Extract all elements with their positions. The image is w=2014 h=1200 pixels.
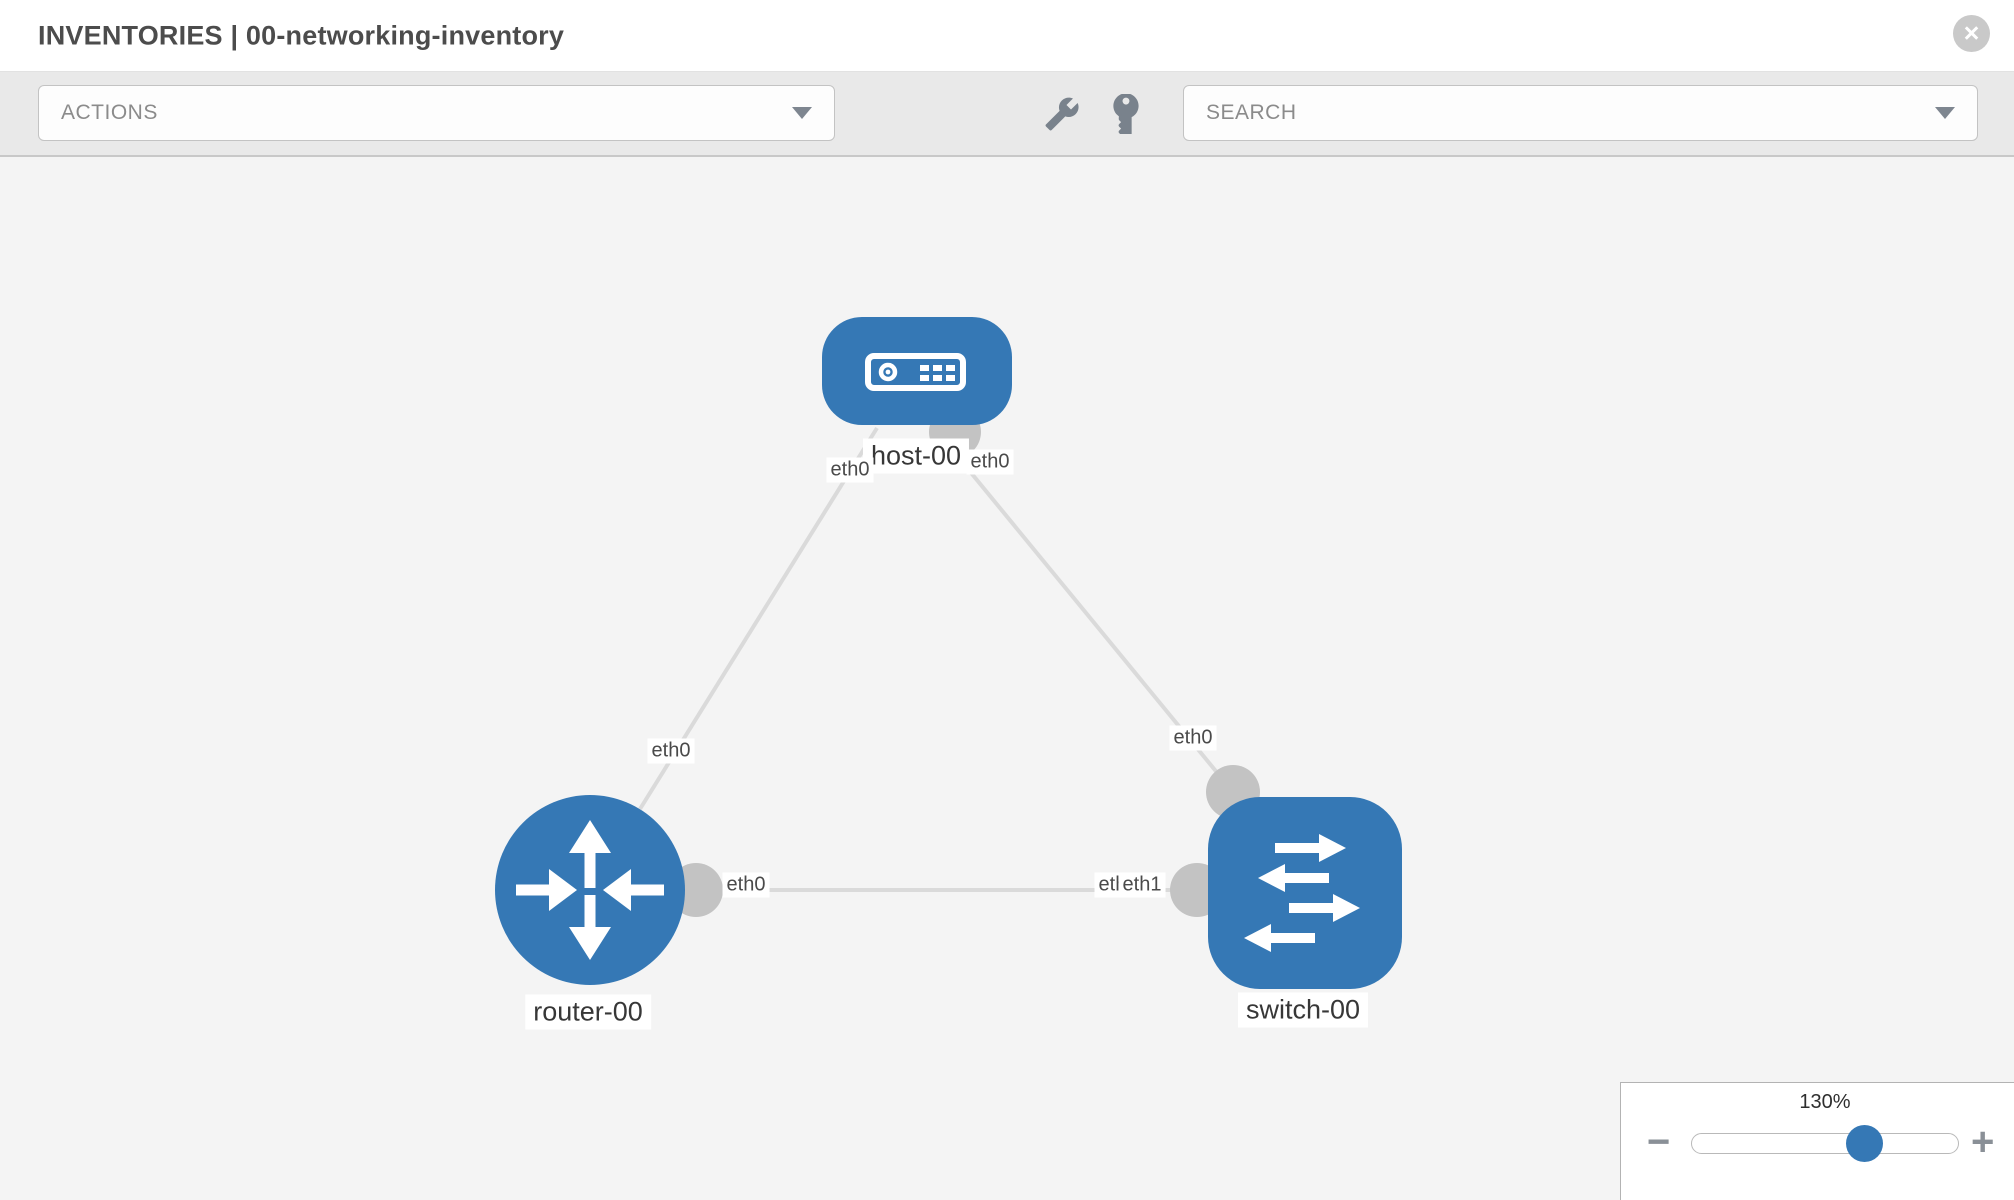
interface-label: eth0 bbox=[826, 457, 874, 483]
node-router-00[interactable] bbox=[495, 795, 685, 985]
key-icon bbox=[1113, 94, 1139, 134]
page-title-inventory-name: 00-networking-inventory bbox=[245, 20, 565, 50]
page-title-separator: | bbox=[222, 20, 246, 50]
interface-label: eth0 bbox=[647, 738, 695, 764]
zoom-slider-track[interactable] bbox=[1691, 1133, 1959, 1154]
zoom-in-button[interactable]: + bbox=[1971, 1120, 1995, 1164]
search-dropdown-label: SEARCH bbox=[1206, 101, 1297, 124]
switch-arrows-icon bbox=[1244, 834, 1360, 952]
page-title: INVENTORIES | 00-networking-inventory bbox=[38, 20, 564, 51]
search-dropdown[interactable]: SEARCH bbox=[1183, 85, 1978, 141]
server-icon bbox=[865, 353, 966, 391]
zoom-out-button[interactable]: − bbox=[1647, 1120, 1671, 1164]
chevron-down-icon bbox=[792, 107, 812, 119]
topology-canvas[interactable]: host-00 router-00 switch-00 eth0 eth0 et… bbox=[0, 157, 2014, 1200]
toolbar: ACTIONS SEARCH bbox=[0, 72, 2014, 157]
interface-label: eth0 bbox=[722, 872, 770, 898]
wrench-button[interactable] bbox=[1042, 94, 1082, 134]
interface-label: eth0 bbox=[966, 449, 1014, 475]
page-header: INVENTORIES | 00-networking-inventory × bbox=[0, 0, 2014, 72]
page-title-section: INVENTORIES bbox=[38, 20, 223, 50]
topology-graph bbox=[495, 317, 1402, 989]
interface-label: eth0 bbox=[1169, 725, 1217, 751]
zoom-level-value: 130% bbox=[1799, 1091, 1851, 1113]
node-label-host: host-00 bbox=[862, 438, 970, 474]
actions-dropdown-label: ACTIONS bbox=[61, 101, 158, 124]
chevron-down-icon bbox=[1935, 107, 1955, 119]
router-arrows-icon bbox=[516, 820, 664, 960]
zoom-slider-knob[interactable] bbox=[1846, 1125, 1883, 1162]
key-button[interactable] bbox=[1106, 94, 1146, 134]
wrench-icon bbox=[1045, 97, 1079, 131]
actions-dropdown[interactable]: ACTIONS bbox=[38, 85, 835, 141]
node-label-router: router-00 bbox=[525, 994, 651, 1030]
interface-label: eth1 bbox=[1118, 872, 1166, 898]
node-switch-00[interactable] bbox=[1208, 797, 1402, 989]
close-icon[interactable]: × bbox=[1953, 15, 1990, 52]
zoom-control-panel: 130% − + bbox=[1620, 1082, 2014, 1200]
node-label-switch: switch-00 bbox=[1237, 992, 1369, 1028]
node-host-00[interactable] bbox=[822, 317, 1012, 425]
